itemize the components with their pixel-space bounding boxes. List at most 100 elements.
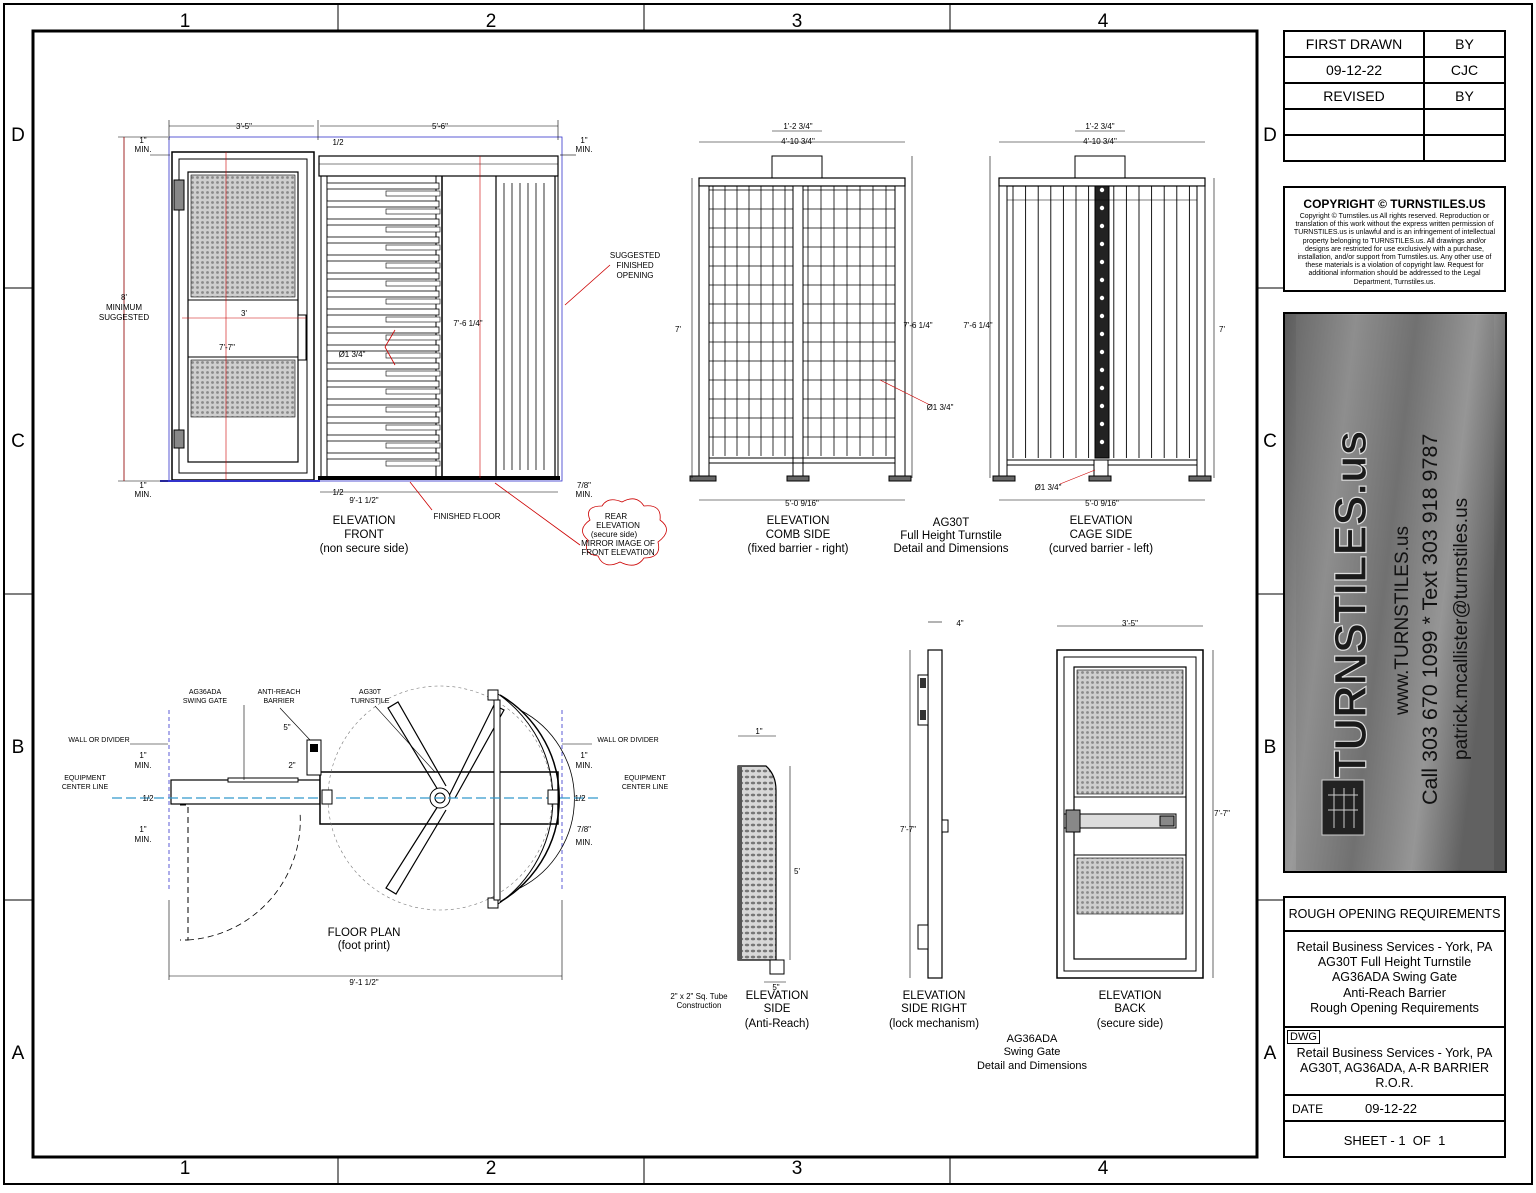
revision-row-2: [1285, 136, 1425, 160]
front-leader-lines: [384, 264, 667, 566]
elevation-comb-drawing: [689, 155, 912, 482]
grid-row-b-right: B: [1264, 737, 1277, 758]
svg-text:7'-6 1/4": 7'-6 1/4": [903, 321, 932, 330]
cage-dimension-text: 1'-2 3/4" 4'-10 3/4" 7'-6 1/4" 7' Ø1 3/4…: [963, 122, 1225, 508]
svg-text:1'-2 3/4": 1'-2 3/4": [783, 122, 812, 131]
revision-row-2-by: [1425, 136, 1504, 160]
svg-text:9'-1 1/2": 9'-1 1/2": [349, 978, 378, 987]
svg-text:REAR: REAR: [605, 512, 627, 521]
copyright-box: COPYRIGHT © TURNSTILES.US Copyright © Tu…: [1283, 186, 1506, 292]
svg-text:1": 1": [139, 481, 146, 490]
svg-text:MIN.: MIN.: [576, 490, 593, 499]
svg-text:ELEVATION: ELEVATION: [1099, 990, 1162, 1002]
svg-text:7': 7': [1219, 325, 1225, 334]
svg-text:BACK: BACK: [1114, 1003, 1146, 1015]
svg-text:(foot print): (foot print): [338, 940, 391, 952]
front-dimension-text: 3'-5" 5'-6" 1"MIN. 1"MIN. 1"MIN. 1/2 1/2…: [99, 122, 660, 557]
revised-by-header: BY: [1425, 84, 1504, 110]
dwg-section: DWG Retail Business Services - York, PA …: [1285, 1026, 1504, 1096]
plan-dimension-text: 1"MIN. 1"MIN. 1"MIN. 7/8"MIN. 5" 2" 9'-1…: [135, 723, 593, 987]
svg-text:7'-7": 7'-7": [900, 825, 916, 834]
sheet-number: SHEET - 1 OF 1: [1343, 1132, 1446, 1148]
date-value: 09-12-22: [1365, 1101, 1418, 1116]
svg-text:1/2: 1/2: [574, 794, 586, 803]
svg-text:SUGGESTED: SUGGESTED: [610, 251, 660, 260]
svg-text:8': 8': [121, 293, 127, 302]
svg-text:Ø1 3/4": Ø1 3/4": [927, 403, 954, 412]
svg-text:MIRROR IMAGE OF: MIRROR IMAGE OF: [581, 539, 655, 548]
brand-panel: TURNSTILES.us www.TURNSTILES.us Call 303…: [1283, 312, 1507, 873]
svg-text:1/2: 1/2: [332, 138, 344, 147]
date-row: DATE 09-12-22: [1285, 1096, 1504, 1122]
svg-text:Construction: Construction: [677, 1001, 722, 1010]
svg-text:BARRIER: BARRIER: [263, 698, 294, 705]
svg-text:ELEVATION: ELEVATION: [1070, 515, 1133, 527]
svg-text:(non secure side): (non secure side): [320, 543, 409, 555]
side-dimension-lines: [738, 735, 791, 983]
grid-row-b: B: [12, 737, 25, 758]
svg-text:(secure side): (secure side): [591, 530, 638, 539]
cage-dimension-lines: [989, 130, 1215, 501]
title-block: ROUGH OPENING REQUIREMENTS Retail Busine…: [1283, 896, 1506, 1158]
date-label: DATE: [1292, 1102, 1324, 1116]
svg-text:7': 7': [675, 325, 681, 334]
dwg-line-3: R.O.R.: [1375, 1076, 1414, 1091]
svg-text:MIN.: MIN.: [135, 761, 152, 770]
comb-dimension-text: 1'-2 3/4" 4'-10 3/4" 7' 7'-6 1/4" Ø1 3/4…: [675, 122, 954, 508]
svg-text:2" x 2" Sq. Tube: 2" x 2" Sq. Tube: [670, 992, 728, 1001]
svg-text:7'-6 1/4": 7'-6 1/4": [963, 321, 992, 330]
svg-text:AG36ADA: AG36ADA: [189, 689, 222, 696]
revised-header: REVISED: [1285, 84, 1425, 110]
copyright-title: COPYRIGHT © TURNSTILES.US: [1303, 197, 1486, 211]
svg-text:7/8": 7/8": [577, 825, 591, 834]
elevation-side-right-caption: ELEVATION SIDE RIGHT (lock mechanism): [889, 990, 979, 1030]
project-lines: Retail Business Services - York, PA AG30…: [1296, 940, 1493, 1015]
svg-text:5": 5": [283, 723, 290, 732]
svg-text:AG30T: AG30T: [933, 517, 969, 529]
elevation-front-drawing: [160, 136, 563, 482]
grid-col-1-bottom: 1: [180, 1158, 191, 1179]
svg-text:1": 1": [755, 727, 762, 736]
svg-text:1": 1": [139, 136, 146, 145]
svg-text:4'-10 3/4": 4'-10 3/4": [1083, 137, 1117, 146]
svg-text:MINIMUM: MINIMUM: [106, 303, 142, 312]
svg-text:MIN.: MIN.: [576, 761, 593, 770]
svg-text:Detail and Dimensions: Detail and Dimensions: [893, 543, 1008, 555]
svg-text:3': 3': [241, 309, 247, 318]
svg-text:ELEVATION: ELEVATION: [333, 515, 396, 527]
svg-text:WALL OR DIVIDER: WALL OR DIVIDER: [597, 737, 658, 744]
svg-text:7'-6 1/4": 7'-6 1/4": [453, 319, 482, 328]
back-dimension-lines: [1057, 625, 1214, 978]
svg-text:SIDE RIGHT: SIDE RIGHT: [901, 1003, 967, 1015]
svg-text:AG30T: AG30T: [359, 689, 382, 696]
svg-text:Detail and Dimensions: Detail and Dimensions: [977, 1060, 1088, 1072]
svg-text:(lock mechanism): (lock mechanism): [889, 1018, 979, 1030]
grid-col-2-bottom: 2: [486, 1158, 497, 1179]
elevation-side-caption: ELEVATION SIDE (Anti-Reach): [745, 990, 810, 1030]
svg-text:(curved barrier - left): (curved barrier - left): [1049, 543, 1153, 555]
grid-col-2: 2: [486, 11, 497, 32]
svg-text:MIN.: MIN.: [576, 838, 593, 847]
svg-text:2": 2": [288, 761, 295, 770]
svg-text:FINISHED FLOOR: FINISHED FLOOR: [433, 512, 500, 521]
svg-text:4'-10 3/4": 4'-10 3/4": [781, 137, 815, 146]
elevation-cage-drawing: [992, 155, 1212, 482]
elevation-side-right-drawing: [917, 649, 949, 979]
brand-email: patrick.mcallister@turnstiles.us: [1451, 498, 1472, 760]
svg-text:1/2: 1/2: [332, 488, 344, 497]
side-right-dimension-lines: [909, 621, 942, 978]
grid-col-4-bottom: 4: [1098, 1158, 1109, 1179]
brand-phone: Call 303 670 1099 * Text 303 918 9787: [1418, 434, 1442, 805]
svg-text:7'-7": 7'-7": [1214, 809, 1230, 818]
svg-text:ELEVATION: ELEVATION: [903, 990, 966, 1002]
svg-text:MIN.: MIN.: [576, 145, 593, 154]
svg-text:SUGGESTED: SUGGESTED: [99, 313, 149, 322]
elevation-front-caption: ELEVATION FRONT (non secure side): [320, 515, 409, 555]
svg-text:OPENING: OPENING: [617, 271, 654, 280]
svg-text:Ø1 3/4": Ø1 3/4": [1035, 483, 1062, 492]
svg-text:FRONT: FRONT: [344, 529, 384, 541]
elevation-back-drawing: [1056, 649, 1204, 979]
svg-text:5": 5": [772, 983, 779, 992]
revision-table: FIRST DRAWN BY 09-12-22 CJC REVISED BY: [1283, 30, 1506, 162]
first-drawn-header: FIRST DRAWN: [1285, 32, 1425, 58]
